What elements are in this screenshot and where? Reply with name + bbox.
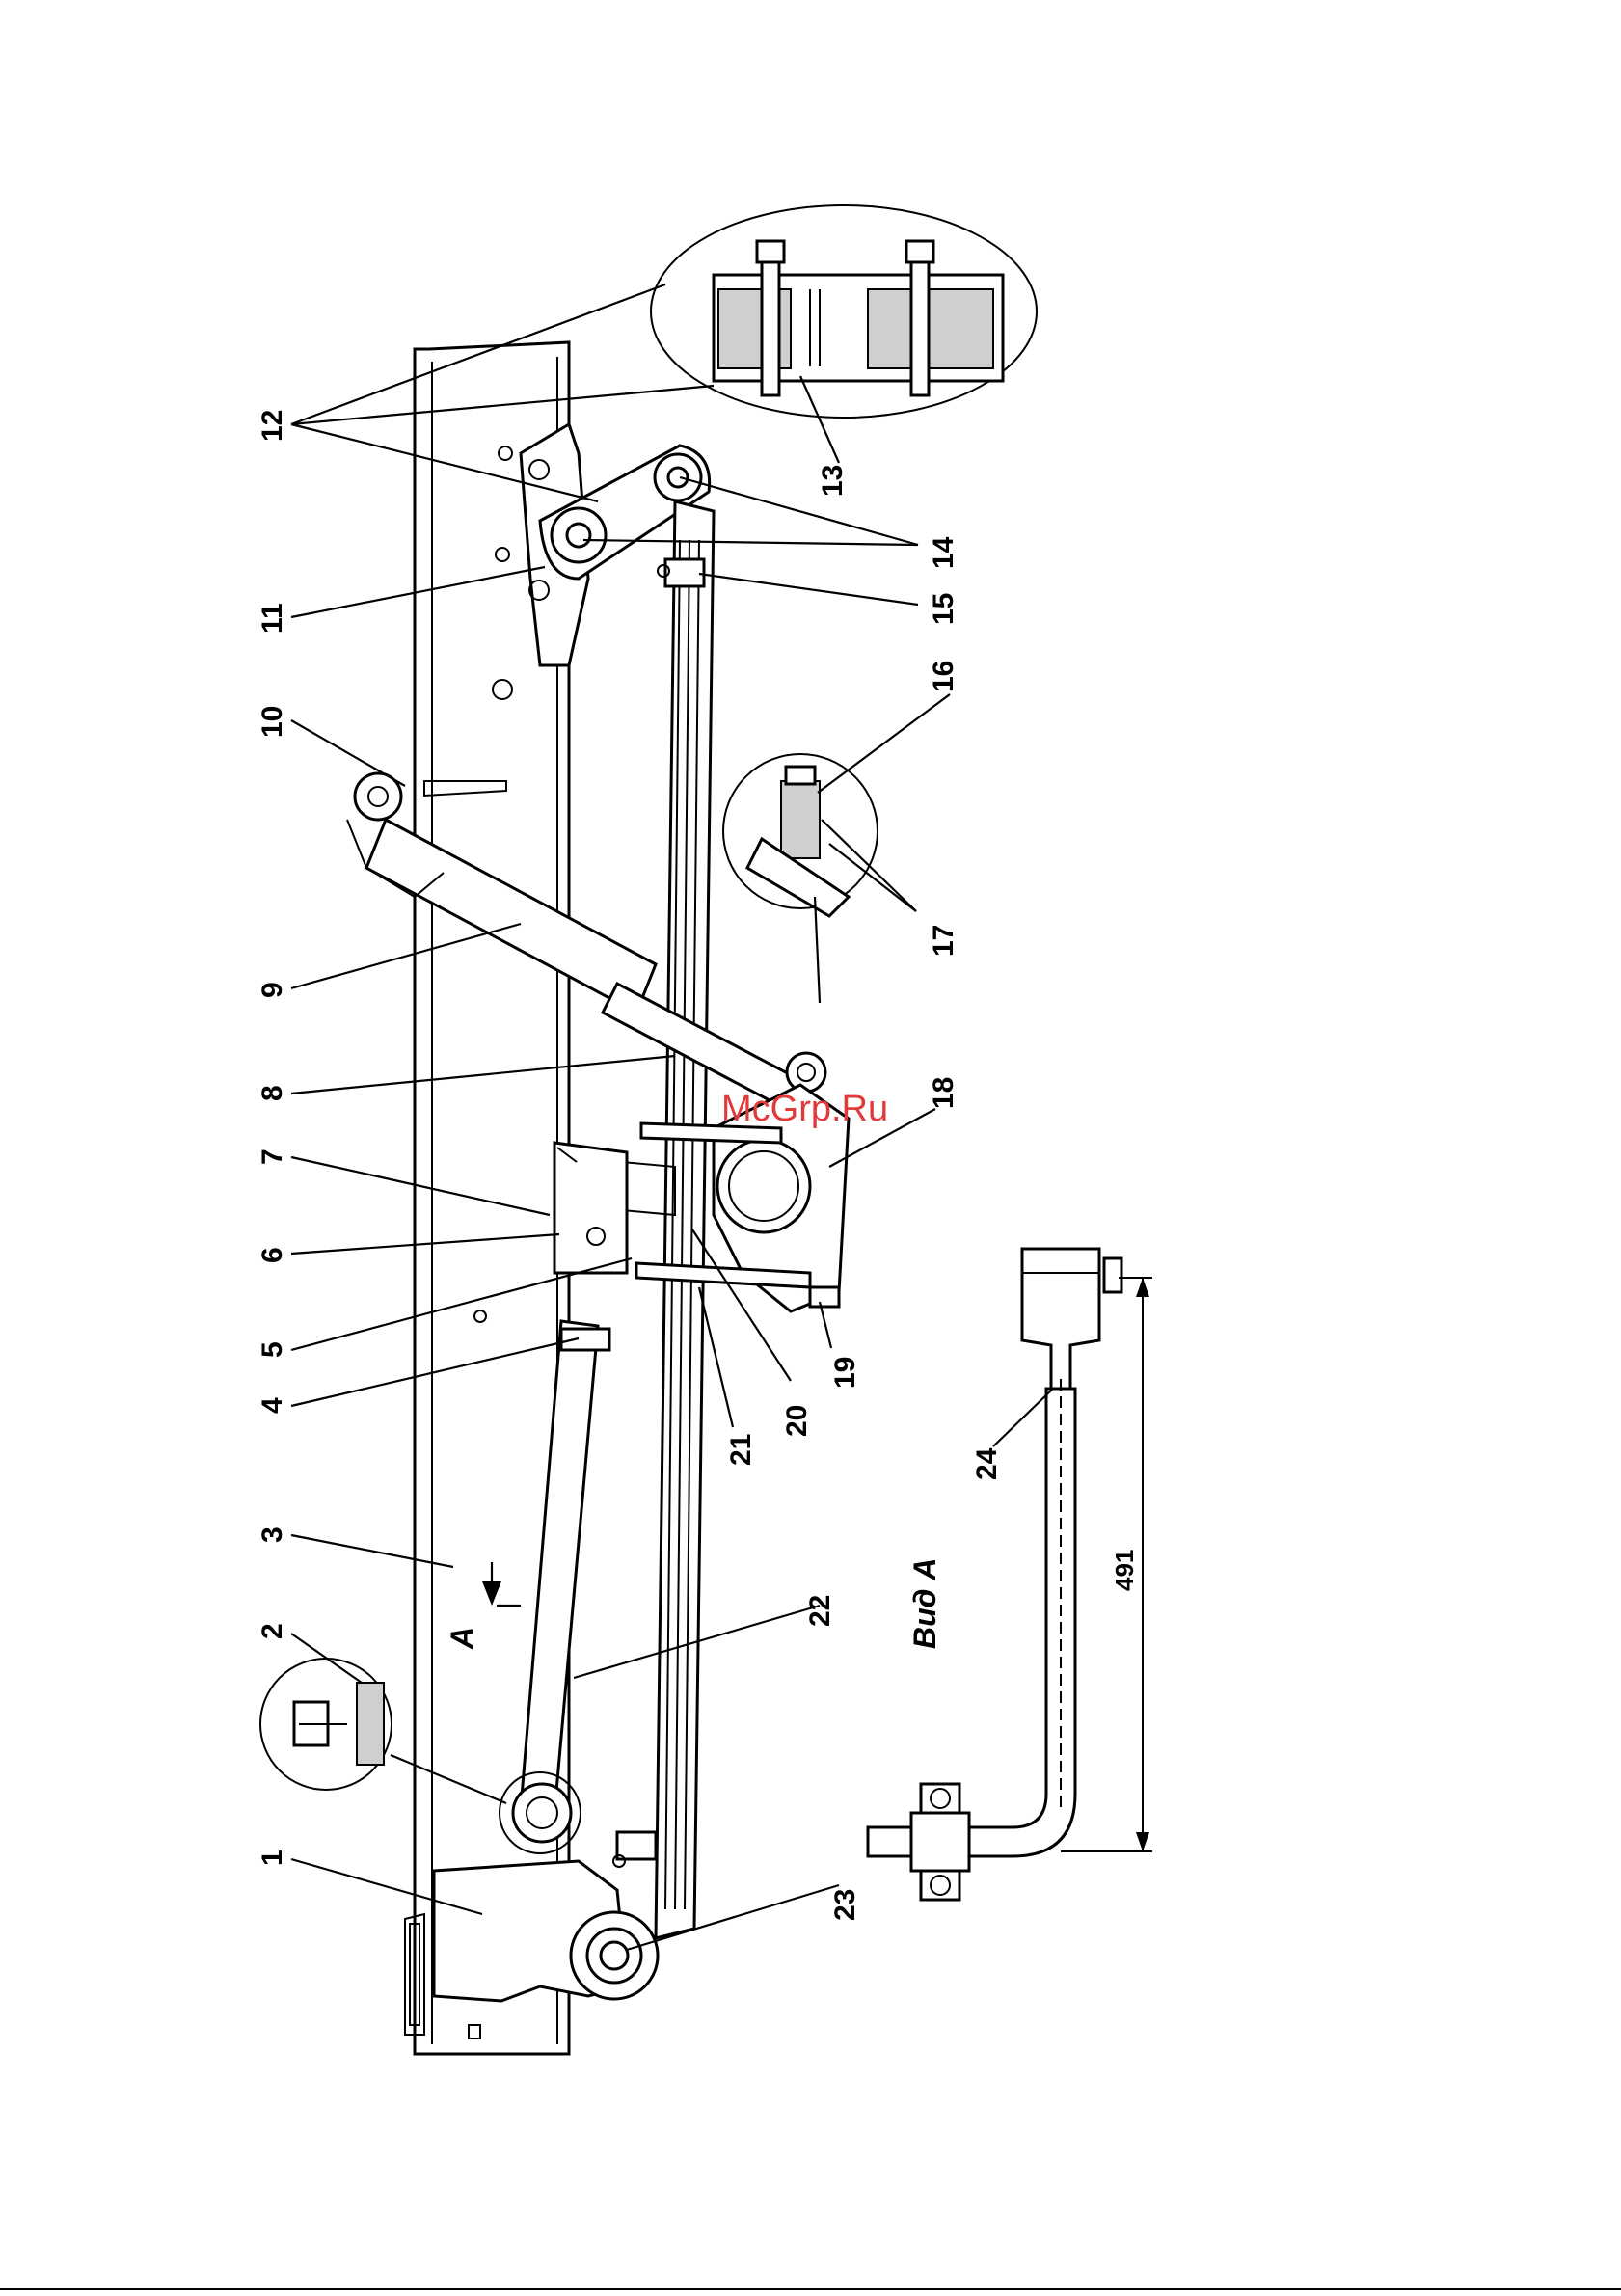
callout-23: 23 [829, 1889, 861, 1921]
arrow-label: A [445, 1627, 479, 1650]
callout-3: 3 [257, 1526, 288, 1543]
detail-bushing-section [723, 754, 878, 1003]
dimension-label: 491 [1110, 1550, 1139, 1591]
callout-7: 7 [257, 1148, 288, 1165]
view-a-stabilizer [868, 1249, 1121, 1900]
callout-24: 24 [971, 1447, 1003, 1480]
callout-18: 18 [928, 1077, 959, 1109]
callout-8: 8 [257, 1085, 288, 1101]
callout-14: 14 [928, 536, 959, 569]
callout-19: 19 [829, 1357, 861, 1389]
callout-17: 17 [928, 925, 959, 957]
callout-1: 1 [257, 1850, 288, 1866]
callout-6: 6 [257, 1247, 288, 1263]
callout-4: 4 [257, 1397, 288, 1414]
callout-21: 21 [725, 1434, 757, 1466]
callout-12: 12 [257, 410, 288, 442]
leaf-spring [613, 501, 714, 1938]
callout-16: 16 [928, 661, 959, 692]
callout-15: 15 [928, 593, 959, 625]
callout-9: 9 [257, 982, 288, 998]
watermark: McGrp.Ru [721, 1089, 888, 1129]
callout-11: 11 [257, 603, 288, 634]
callout-22: 22 [804, 1595, 836, 1627]
callout-5: 5 [257, 1341, 288, 1358]
callout-2: 2 [257, 1623, 288, 1639]
callout-20: 20 [781, 1405, 813, 1437]
spring-eye [571, 1912, 658, 1999]
callout-10: 10 [257, 706, 288, 738]
view-a-label: Вид А [907, 1558, 942, 1649]
callout-13: 13 [817, 465, 849, 497]
